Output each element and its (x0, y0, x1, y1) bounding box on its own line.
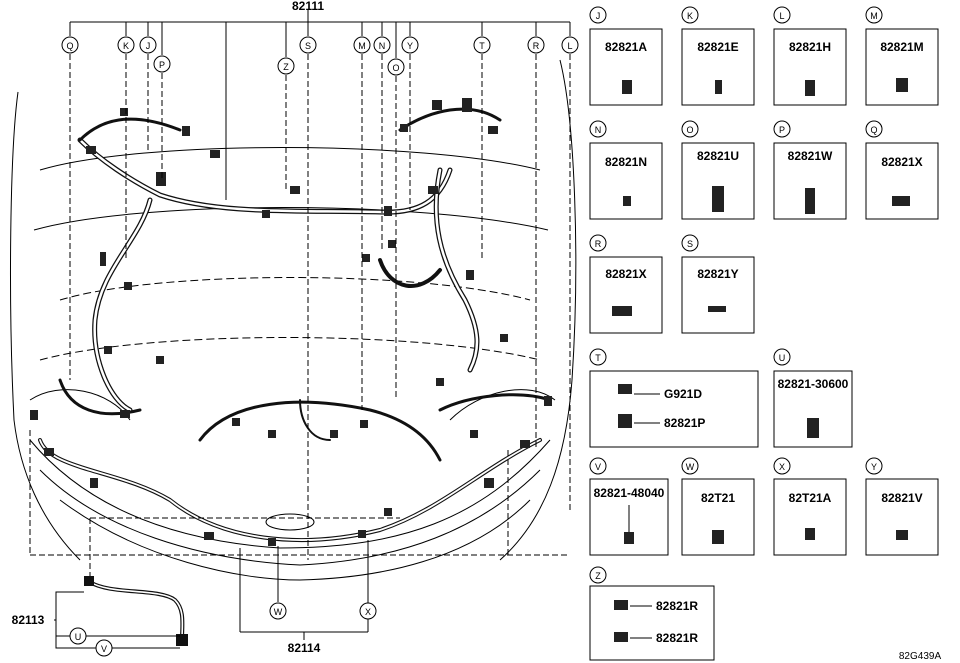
svg-text:N: N (379, 41, 386, 51)
detail-j: J 82821A (589, 6, 663, 106)
svg-text:82821N: 82821N (605, 155, 647, 169)
svg-text:Z: Z (283, 62, 289, 72)
svg-text:82T21: 82T21 (701, 491, 735, 505)
svg-text:82821U: 82821U (697, 149, 739, 163)
svg-text:K: K (123, 41, 129, 51)
callout-m: M (353, 36, 371, 54)
svg-text:L: L (779, 11, 784, 21)
detail-r: R 82821X (589, 234, 663, 334)
svg-text:S: S (305, 41, 311, 51)
callout-u: U (69, 627, 87, 645)
part-number-82114: 82114 (288, 641, 321, 655)
svg-text:W: W (686, 462, 695, 472)
callout-circles-top: Q K J P Z S M N O Y T R L (61, 36, 579, 76)
callout-z: Z (277, 57, 295, 75)
svg-text:82821P: 82821P (664, 416, 705, 430)
callout-q: Q (61, 36, 79, 54)
svg-text:W: W (274, 607, 283, 617)
detail-m: M 82821M (865, 6, 939, 106)
callout-v: V (95, 639, 113, 657)
detail-v: V 82821-48040 (589, 457, 669, 556)
callout-n: N (373, 36, 391, 54)
svg-text:L: L (567, 41, 572, 51)
svg-text:U: U (779, 353, 786, 363)
callout-p: P (153, 55, 171, 73)
svg-text:U: U (75, 632, 82, 642)
svg-text:Z: Z (595, 571, 601, 581)
detail-n: N 82821N (589, 120, 663, 220)
svg-text:X: X (365, 607, 371, 617)
detail-q: Q 82821X (865, 120, 939, 220)
svg-text:82821Y: 82821Y (697, 267, 738, 281)
detail-k: K 82821E (681, 6, 755, 106)
detail-t: T G921D 82821P (589, 348, 759, 448)
svg-text:T: T (479, 41, 485, 51)
callout-r: R (527, 36, 545, 54)
detail-y: Y 82821V (865, 457, 939, 556)
detail-w: W 82T21 (681, 457, 755, 556)
figure-id: 82G439A (899, 651, 942, 662)
svg-text:P: P (779, 125, 785, 135)
svg-text:K: K (687, 11, 693, 21)
svg-text:G921D: G921D (664, 387, 702, 401)
svg-text:82821A: 82821A (605, 40, 647, 54)
svg-text:Q: Q (66, 41, 73, 51)
callout-k: K (117, 36, 135, 54)
svg-text:Q: Q (870, 125, 877, 135)
detail-u: U 82821-30600 (773, 348, 853, 448)
callout-x: X (359, 602, 377, 620)
svg-text:82821V: 82821V (881, 491, 922, 505)
svg-text:N: N (595, 125, 602, 135)
detail-z: Z 82821R 82821R (589, 566, 715, 661)
svg-text:82821W: 82821W (788, 149, 833, 163)
callout-t: T (473, 36, 491, 54)
svg-text:O: O (686, 125, 693, 135)
svg-text:M: M (870, 11, 878, 21)
svg-text:82821R: 82821R (656, 631, 698, 645)
harness-connectors (30, 98, 552, 546)
callout-dashed-leaders (29, 54, 571, 578)
detail-s: S 82821Y (681, 234, 755, 334)
svg-text:82821M: 82821M (880, 40, 923, 54)
svg-text:82821X: 82821X (605, 267, 646, 281)
svg-text:J: J (146, 41, 151, 51)
svg-text:82821H: 82821H (789, 40, 831, 54)
svg-text:X: X (779, 462, 785, 472)
svg-text:Y: Y (407, 41, 413, 51)
svg-text:82821E: 82821E (697, 40, 738, 54)
svg-text:V: V (101, 644, 107, 654)
svg-text:R: R (595, 239, 602, 249)
svg-text:82821X: 82821X (881, 155, 922, 169)
callout-o: O (387, 58, 405, 76)
callout-w: W (269, 602, 287, 620)
svg-text:V: V (595, 462, 601, 472)
detail-boxes: J 82821A K 82821E L 82821H M 82821M N (589, 6, 939, 661)
detail-x: X 82T21A (773, 457, 847, 556)
svg-text:J: J (596, 11, 601, 21)
svg-text:R: R (533, 41, 540, 51)
svg-text:S: S (687, 239, 693, 249)
svg-text:M: M (358, 41, 366, 51)
callout-leaders (69, 10, 571, 200)
part-number-82111: 82111 (292, 0, 324, 13)
cable-82113 (54, 576, 188, 649)
svg-text:O: O (392, 63, 399, 73)
svg-text:82821-30600: 82821-30600 (778, 377, 849, 391)
svg-text:T: T (595, 353, 601, 363)
svg-text:82T21A: 82T21A (789, 491, 832, 505)
svg-text:82821-48040: 82821-48040 (594, 486, 665, 500)
callout-j: J (139, 36, 157, 54)
callout-y: Y (401, 36, 419, 54)
detail-p: P 82821W (773, 120, 847, 220)
detail-l: L 82821H (773, 6, 847, 106)
svg-text:82821R: 82821R (656, 599, 698, 613)
callout-l: L (561, 36, 579, 54)
part-number-82113: 82113 (12, 613, 45, 627)
callout-s: S (299, 36, 317, 54)
svg-text:Y: Y (871, 462, 877, 472)
svg-text:P: P (159, 60, 165, 70)
detail-o: O 82821U (681, 120, 755, 220)
lower-harness-82114 (38, 378, 552, 542)
